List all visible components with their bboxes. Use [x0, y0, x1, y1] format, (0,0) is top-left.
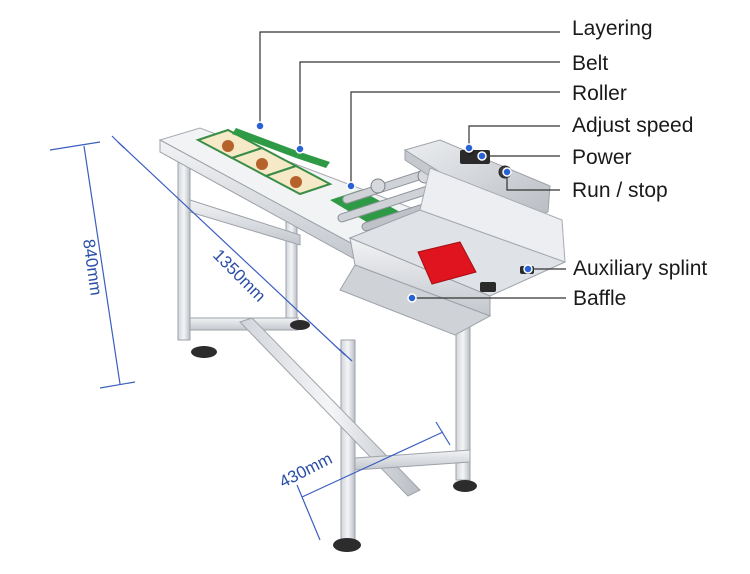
- callout-adjust-speed: Adjust speed: [572, 114, 694, 137]
- dot-power: [477, 151, 487, 161]
- frame: [177, 159, 477, 552]
- height-dim-line: [83, 145, 121, 385]
- foot-2: [290, 320, 310, 330]
- auxiliary-splint-plate: [419, 167, 566, 263]
- dimension-lines: [49, 135, 451, 541]
- dot-belt: [295, 144, 305, 154]
- foot-3: [333, 538, 361, 552]
- dot-roller: [346, 181, 356, 191]
- lower-rail: [239, 317, 421, 497]
- callout-baffle: Baffle: [573, 287, 627, 310]
- callout-dots: [255, 121, 533, 303]
- cards-on-belt: [195, 128, 333, 196]
- callout-belt: Belt: [572, 52, 609, 75]
- leader-belt: [299, 61, 560, 149]
- callout-roller: Roller: [572, 82, 627, 105]
- dot-run-stop: [502, 167, 512, 177]
- dot-auxiliary-splint: [523, 264, 533, 274]
- leader-run-stop: [506, 172, 560, 191]
- leader-adjust-speed: [468, 125, 560, 148]
- table-top: [158, 127, 432, 263]
- dot-adjust-speed: [464, 143, 474, 153]
- crossbar-front: [354, 449, 471, 471]
- foot-4: [453, 480, 477, 492]
- dot-baffle: [407, 293, 417, 303]
- dot-layering: [255, 121, 265, 131]
- height-dimension-label: 840mm: [79, 238, 106, 297]
- length-dim-line: [117, 141, 346, 356]
- baffle-clamp: [480, 282, 496, 292]
- leg-front-left: [340, 339, 356, 541]
- callout-run-stop: Run / stop: [572, 179, 668, 202]
- upper-brace: [189, 199, 301, 246]
- leader-layering: [259, 31, 560, 126]
- red-block: [417, 241, 477, 285]
- leader-roller: [350, 91, 560, 186]
- width-dim-line: [301, 431, 444, 498]
- callout-leaders: [259, 31, 566, 299]
- callout-auxiliary-splint: Auxiliary splint: [573, 257, 708, 280]
- output-tray: [339, 167, 567, 336]
- foot-1: [191, 346, 217, 358]
- callout-power: Power: [572, 146, 632, 169]
- leg-back-left: [177, 159, 191, 341]
- callout-layering: Layering: [572, 17, 653, 40]
